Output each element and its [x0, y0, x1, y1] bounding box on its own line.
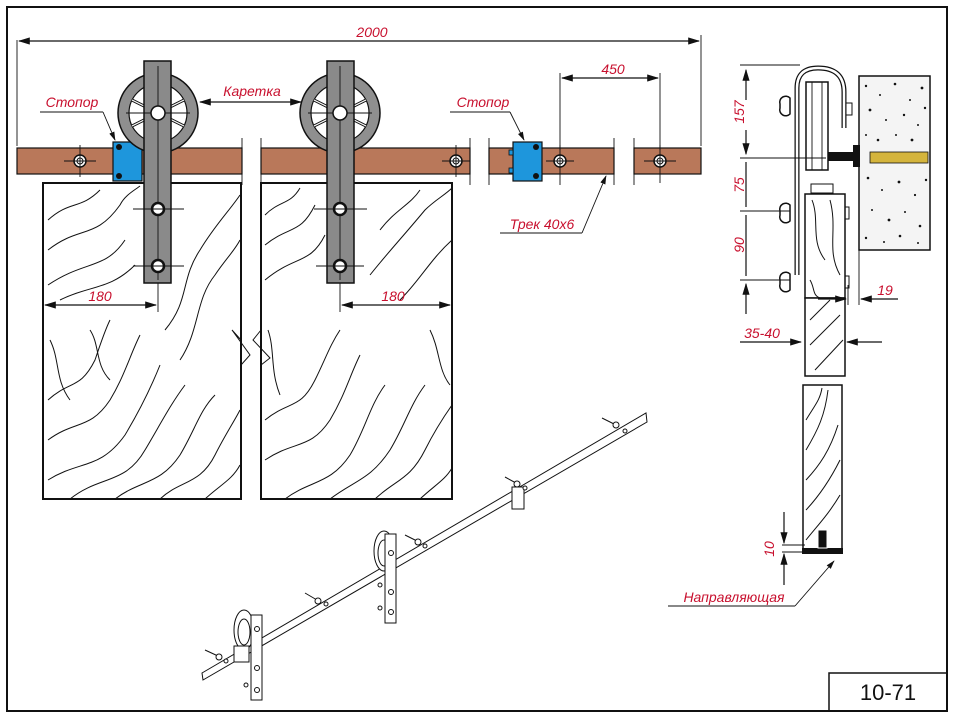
overall-length-label: 2000: [355, 24, 387, 40]
carriage-right: [299, 60, 381, 284]
isometric-view: [201, 412, 648, 701]
wall-anchor: [869, 151, 929, 164]
right-hanger-offset-label: 180: [381, 288, 405, 304]
side-view: 157 75 90 19 35-40 10 Направляющая: [668, 64, 931, 607]
front-view: 2000: [16, 24, 702, 500]
iso-wall-bolts: [204, 417, 628, 664]
sheet-frame: [6, 6, 948, 712]
track-mount-holes: [64, 145, 676, 185]
title-block: [828, 672, 948, 712]
stopper-left: [112, 141, 143, 182]
dim-guide-gap: 10: [761, 541, 777, 557]
dim-door-thickness: 35-40: [744, 325, 780, 341]
iso-stopper: [511, 486, 525, 510]
left-hanger-offset-label: 180: [88, 288, 112, 304]
track-label: Трек 40x6: [510, 216, 575, 232]
stopper-right: [508, 141, 543, 182]
stopper-right-label: Стопор: [457, 94, 510, 110]
door-left: [42, 182, 242, 500]
stopper-left-label: Стопор: [46, 94, 99, 110]
dim-bolt-spacing-top: 75: [731, 177, 747, 193]
door-section-bottom: [802, 384, 843, 554]
iso-carriage-right: [373, 530, 397, 624]
floor-guide: [802, 548, 843, 554]
drawing-number: 10-71: [860, 680, 916, 705]
door-right: [260, 182, 453, 500]
door-break-mark: [231, 329, 251, 366]
dim-wheel-height: 157: [731, 99, 747, 124]
side-bolts: [778, 95, 853, 293]
dim-wall-gap: 19: [877, 282, 893, 298]
guide-label: Направляющая: [683, 589, 785, 605]
carriage-label: Каретка: [223, 83, 281, 99]
iso-carriage-left: [233, 609, 263, 701]
bracket-spacing-label: 450: [601, 61, 625, 77]
carriage-left: [117, 60, 199, 284]
dim-bolt-spacing-bottom: 90: [731, 237, 747, 253]
